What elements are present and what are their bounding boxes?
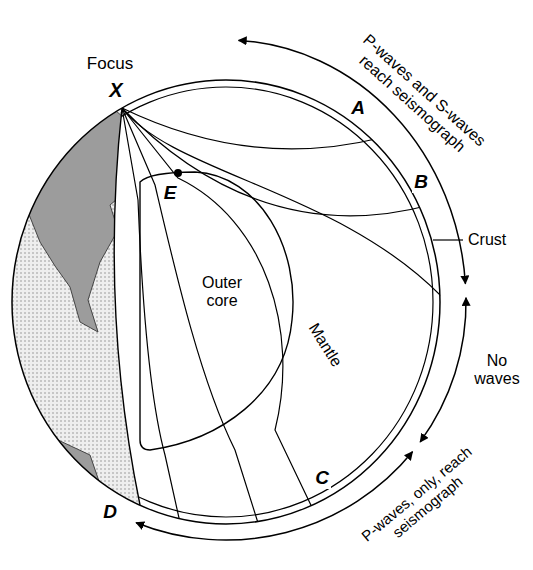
wave-ray [122,108,445,300]
focus-label: Focus [85,54,135,74]
cut-edge [114,108,140,505]
leader-line [433,239,463,240]
wave-ray [122,108,185,545]
point-letter: A [349,97,367,119]
cut-face [114,80,440,524]
point-letter: E [162,182,179,204]
globe-outline [12,80,440,524]
zone-arrow [420,298,466,442]
point-letter: D [101,501,119,523]
crust-boundary [19,87,433,517]
layer-label: Crust [466,231,508,249]
zone-arrow [239,40,466,283]
point-letter: X [107,79,124,102]
zone-label: No waves [468,352,527,389]
point-letter: C [313,467,331,489]
layer-label: Mantle [303,318,346,372]
globe [12,80,440,524]
wave-ray [122,108,265,545]
wave-ray [122,108,330,545]
interior [19,87,445,545]
layer-label: Outer core [190,274,254,311]
point-letter: B [412,171,430,193]
zone-label: P-waves, only, reach seismograph [356,441,488,560]
wave-ray [122,108,430,216]
point-dot [174,169,182,177]
